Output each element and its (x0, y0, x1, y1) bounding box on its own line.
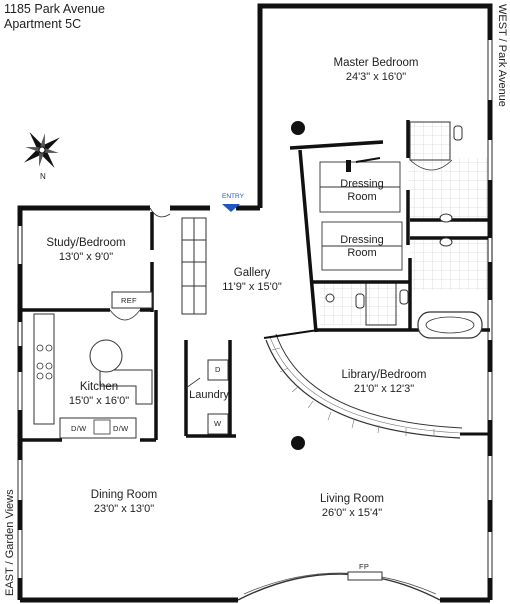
entry-door-arc (149, 207, 171, 218)
fireplace-label: FP (359, 562, 370, 571)
room-dims: 11'9" x 15'0" (222, 281, 282, 293)
ref-cabinet (111, 291, 153, 309)
laundry-door (185, 377, 201, 389)
room-dims: 26'0" x 15'4" (321, 507, 383, 519)
east-orientation-label: EAST / Garden Views (4, 489, 16, 596)
room-dims: 13'0" x 9'0" (58, 251, 114, 263)
room-master-bedroom: Master Bedroom 24'3" x 16'0" (333, 56, 418, 84)
room-name: Gallery (233, 267, 271, 279)
entry-arrow-icon (222, 204, 240, 212)
library-arc-wall-3 (269, 336, 462, 434)
cooktop (36, 344, 53, 380)
room-gallery: Gallery 11'9" x 15'0" (222, 266, 282, 294)
fireplace (347, 571, 383, 581)
compass-north-label: N (40, 172, 46, 181)
bay-window-curve-inner (243, 572, 437, 595)
ref-label: REF (121, 296, 137, 305)
dishwasher-left-label: D/W (71, 424, 87, 433)
room-dims: 23'0" x 13'0" (93, 503, 155, 515)
room-living: Living Room 26'0" x 15'4" (320, 492, 384, 520)
room-name: Dressing Room (340, 234, 384, 259)
library-arc-wall (265, 339, 461, 439)
unit-label: Apartment 5C (4, 17, 82, 31)
window-lines (17, 40, 493, 578)
bay-window-curve (237, 573, 441, 601)
bathtub (417, 311, 483, 339)
structural-column (291, 121, 305, 135)
address-label: 1185 Park Avenue (4, 2, 106, 16)
west-orientation-label: WEST / Park Avenue (496, 4, 508, 107)
room-name: Kitchen (79, 381, 119, 393)
kitchen-table (89, 339, 123, 373)
room-name: Study/Bedroom (46, 237, 126, 249)
room-name: Library/Bedroom (341, 369, 427, 381)
bath-fixtures (325, 125, 463, 309)
shower-door-arc (409, 159, 453, 171)
room-name: Laundry (189, 389, 229, 401)
structural-column (291, 436, 305, 450)
laundry-units (207, 359, 229, 435)
bath-tile-floor (408, 158, 488, 220)
room-dressing-2: Dressing Room (334, 234, 390, 260)
room-name: Dressing Room (340, 178, 384, 203)
room-dims: 21'0" x 12'3" (353, 383, 415, 395)
room-name: Dining Room (90, 489, 158, 501)
entry-label: ENTRY (222, 193, 244, 200)
room-name: Master Bedroom (333, 57, 419, 69)
kitchen-sink (93, 419, 111, 435)
dryer-label: D (215, 365, 221, 374)
compass-rose-icon (23, 131, 61, 169)
room-laundry: Laundry (189, 388, 229, 402)
shower-stall (365, 282, 397, 326)
room-library: Library/Bedroom 21'0" x 12'3" (341, 368, 426, 396)
room-dims: 15'0" x 16'0" (68, 395, 130, 407)
room-dims: 24'3" x 16'0" (345, 71, 407, 83)
room-kitchen: Kitchen 15'0" x 16'0" (69, 380, 129, 408)
room-study: Study/Bedroom 13'0" x 9'0" (46, 236, 125, 264)
dishwasher-right-label: D/W (113, 424, 129, 433)
bath-tile-floor (410, 240, 488, 290)
room-name: Living Room (320, 493, 384, 505)
room-dressing-1: Dressing Room (334, 178, 390, 204)
gallery-arc-corner (263, 329, 319, 339)
shower-corner (409, 121, 451, 161)
arc-mullions (271, 347, 435, 437)
vanity (346, 160, 351, 172)
dressing-door (355, 157, 381, 163)
gallery-shelves (181, 217, 207, 315)
study-door-arc (109, 309, 141, 321)
room-dining: Dining Room 23'0" x 13'0" (91, 488, 157, 516)
washer-label: W (214, 419, 222, 428)
bathtub-inner (425, 316, 475, 334)
library-arc-wall-2 (275, 333, 463, 429)
